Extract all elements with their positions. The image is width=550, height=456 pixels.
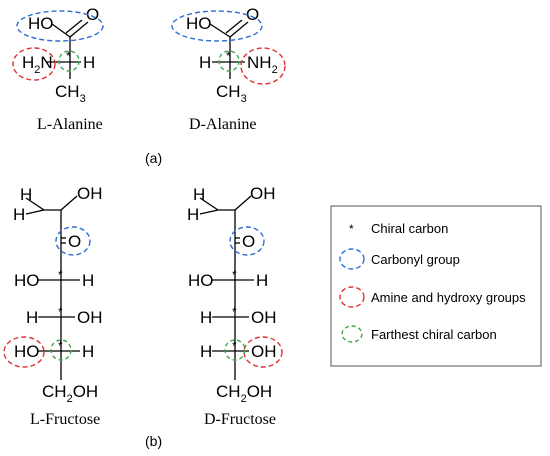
row2-left: H xyxy=(26,308,38,327)
carbonyl-oxygen: O xyxy=(246,5,259,24)
chiral-mark: * xyxy=(232,339,237,353)
farthest-chiral-highlight xyxy=(218,50,240,72)
d-fructose-structure: H OH H O HO H * H OH * H OH * CH2OH D-Fr… xyxy=(187,184,283,428)
chiral-mark: * xyxy=(226,49,231,63)
legend-box xyxy=(330,205,542,367)
row1-right: H xyxy=(256,271,268,290)
carbonyl-highlight xyxy=(16,10,104,42)
legend: * Chiral carbon Carbonyl group Amine and… xyxy=(330,205,542,367)
amine-group: NH2 xyxy=(247,53,278,76)
hydroxymethyl-group: CH2OH xyxy=(42,382,98,405)
hydroxyl: OH xyxy=(77,184,103,203)
l-fructose-structure: H OH H O HO H * H OH * HO H * CH2OH L-Fr… xyxy=(3,184,103,428)
methyl-group: CH3 xyxy=(216,82,247,105)
bond xyxy=(60,195,78,211)
row3-right: H xyxy=(82,342,94,361)
chiral-mark: * xyxy=(232,305,237,319)
row2-left: H xyxy=(200,308,212,327)
hydrogen: H xyxy=(83,53,95,72)
carbonyl-oxygen: O xyxy=(68,232,81,251)
d-alanine-label: D-Alanine xyxy=(189,116,257,133)
chiral-mark: * xyxy=(58,268,63,282)
hydroxy-highlight xyxy=(243,336,283,368)
hydroxy-highlight xyxy=(3,336,45,368)
hydrogen: H xyxy=(20,185,32,204)
farthest-chiral-highlight xyxy=(50,339,72,361)
bond xyxy=(229,21,249,38)
carbonyl-oxygen: O xyxy=(86,5,99,24)
farthest-chiral-highlight xyxy=(224,339,246,361)
carbonyl-highlight xyxy=(171,10,263,42)
d-alanine-structure: HO O H NH2 * CH3 D-Alanine xyxy=(171,5,286,133)
carbonyl-highlight xyxy=(229,226,265,256)
bond xyxy=(234,195,252,211)
bond xyxy=(199,209,219,215)
bond xyxy=(199,197,219,211)
chiral-mark: * xyxy=(58,339,63,353)
chiral-mark: * xyxy=(58,305,63,319)
amine-highlight xyxy=(12,47,56,81)
legend-chiral-label: Chiral carbon xyxy=(371,221,448,236)
legend-farthest-swatch xyxy=(341,325,363,343)
l-alanine-structure: HO O H2N H * CH3 L-Alanine xyxy=(12,5,104,133)
amine-group: H2N xyxy=(22,53,53,76)
bond xyxy=(69,21,89,38)
carbonyl-highlight xyxy=(55,226,91,256)
bond xyxy=(25,209,45,215)
carbonyl-oxygen: O xyxy=(242,232,255,251)
row1-right: H xyxy=(82,271,94,290)
panel-label-b: (b) xyxy=(145,433,162,449)
hydroxyl: OH xyxy=(250,184,276,203)
bond xyxy=(51,23,71,38)
row3-left: HO xyxy=(14,342,40,361)
row2-right: OH xyxy=(77,308,103,327)
bond xyxy=(209,23,231,38)
chiral-mark: * xyxy=(232,268,237,282)
l-fructose-label: L-Fructose xyxy=(30,411,100,428)
row1-left: HO xyxy=(188,271,214,290)
hydroxymethyl-group: CH2OH xyxy=(216,382,272,405)
legend-carbonyl-swatch xyxy=(339,248,365,270)
legend-amine-label: Amine and hydroxy groups xyxy=(371,290,526,305)
d-fructose-label: D-Fructose xyxy=(204,411,276,428)
row3-left: H xyxy=(200,342,212,361)
row2-right: OH xyxy=(251,308,277,327)
bond xyxy=(225,19,243,34)
hydrogen: H xyxy=(187,205,199,224)
chiral-mark: * xyxy=(66,49,71,63)
bond xyxy=(25,197,45,211)
farthest-chiral-highlight xyxy=(58,50,80,72)
carboxyl-ho: HO xyxy=(186,14,212,33)
l-alanine-label: L-Alanine xyxy=(37,116,103,133)
hydrogen: H xyxy=(13,205,25,224)
hydrogen: H xyxy=(199,53,211,72)
carboxyl-ho: HO xyxy=(28,14,54,33)
legend-amine-swatch xyxy=(339,286,365,308)
row3-right: OH xyxy=(251,342,277,361)
panel-label-a: (a) xyxy=(145,150,162,166)
legend-carbonyl-label: Carbonyl group xyxy=(371,252,460,267)
legend-chiral-symbol: * xyxy=(349,222,354,236)
legend-farthest-label: Farthest chiral carbon xyxy=(371,327,497,342)
methyl-group: CH3 xyxy=(55,82,86,105)
bond xyxy=(65,19,83,34)
amine-highlight xyxy=(240,47,286,85)
row1-left: HO xyxy=(14,271,40,290)
hydrogen: H xyxy=(193,185,205,204)
